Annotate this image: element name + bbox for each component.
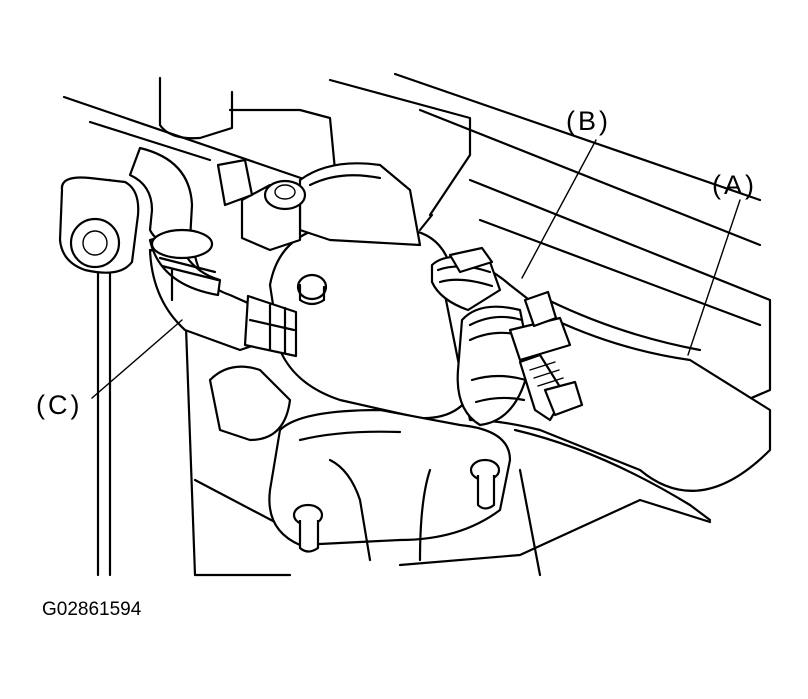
housing-bolt <box>216 158 307 252</box>
callout-label-b: (B) <box>566 106 611 136</box>
figure-code: G02861594 <box>42 599 142 620</box>
thermostat-housing <box>243 162 482 420</box>
hose-c <box>128 146 277 352</box>
leader-lines <box>91 139 741 399</box>
callout-label-a: (A) <box>712 170 757 200</box>
lower-flange <box>208 365 512 562</box>
stud-left <box>292 503 324 553</box>
callout-label-c: (C) <box>36 390 83 420</box>
engine-block-outline <box>62 72 772 577</box>
stud-right <box>469 458 501 510</box>
clamp-screw <box>508 290 584 422</box>
bushing-mount <box>58 176 140 274</box>
